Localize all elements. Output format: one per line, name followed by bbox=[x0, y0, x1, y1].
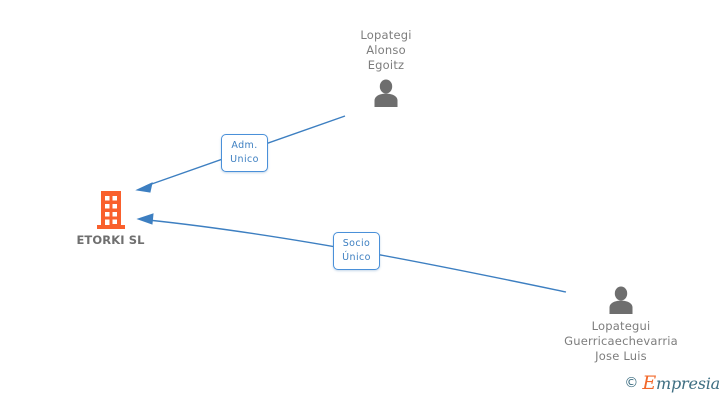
relation-label-adm-unico[interactable]: Adm. Unico bbox=[221, 134, 268, 172]
brand-rest: mpresia bbox=[656, 374, 720, 393]
company-node[interactable]: ETORKI SL bbox=[58, 190, 163, 247]
watermark: © Empresia bbox=[624, 372, 720, 394]
person-top-label: Lopategi Alonso Egoitz bbox=[360, 28, 412, 72]
copyright-icon: © bbox=[624, 375, 639, 391]
person-bottom-label: Lopategui Guerricaechevarria Jose Luis bbox=[564, 319, 678, 363]
person-icon bbox=[374, 79, 398, 107]
company-name-label: ETORKI SL bbox=[76, 233, 145, 247]
building-icon bbox=[96, 191, 125, 229]
relation-label-socio-unico[interactable]: Socio Único bbox=[333, 232, 380, 270]
person-icon bbox=[609, 286, 633, 314]
brand-initial: E bbox=[642, 372, 656, 394]
person-node-bottom[interactable]: Lopategui Guerricaechevarria Jose Luis bbox=[531, 286, 711, 364]
person-node-top[interactable]: Lopategi Alonso Egoitz bbox=[296, 28, 476, 107]
brand-wordmark: Empresia bbox=[642, 372, 720, 394]
